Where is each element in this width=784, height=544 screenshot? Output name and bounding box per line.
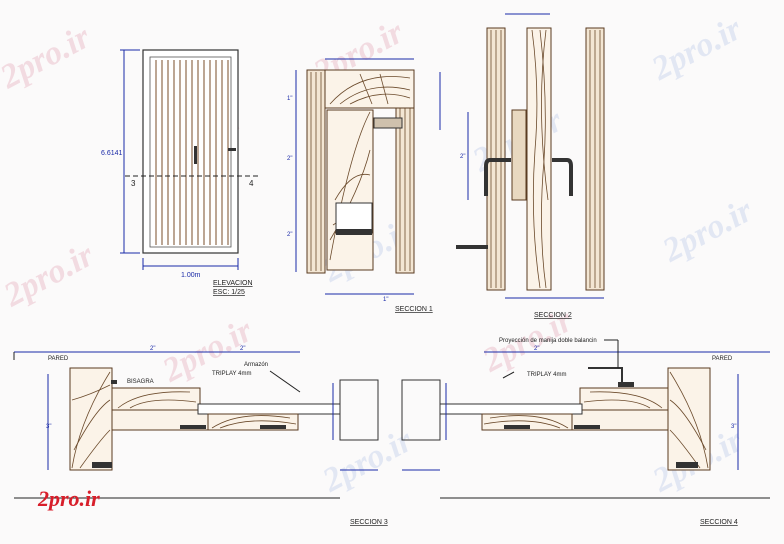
wall-label: PARED bbox=[48, 356, 69, 362]
watermark-text: 2pro.ir bbox=[656, 192, 759, 270]
dim-label: 2" bbox=[287, 232, 292, 238]
section-4: PARED Proyección de manija doble balanci… bbox=[401, 338, 770, 526]
cut-label-left: 3 bbox=[131, 179, 136, 188]
dim-label: 1" bbox=[287, 96, 292, 102]
elevation-scale: ESC: 1/25 bbox=[213, 289, 245, 296]
section-1-title: SECCION 1 bbox=[395, 306, 433, 313]
section-2: 2" SECCION 2 bbox=[456, 13, 605, 319]
dim-label: 3" bbox=[731, 424, 736, 430]
frame-label: Armazón bbox=[244, 362, 268, 368]
section-2-title: SECCION 2 bbox=[534, 312, 572, 319]
dim-label: 1" bbox=[383, 297, 388, 303]
dim-label: 2" bbox=[240, 346, 245, 352]
door-handle bbox=[194, 146, 197, 164]
height-dimension: 6.6141 bbox=[101, 150, 123, 157]
hinge-label: BISAGRA bbox=[127, 379, 154, 385]
door-elevation: 3 4 6.6141 1.00m ELEVACION ESC: 1/25 bbox=[101, 49, 258, 296]
dim-label: 2" bbox=[534, 346, 539, 352]
width-dimension: 1.00m bbox=[181, 272, 201, 279]
section-4-title: SECCION 4 bbox=[700, 519, 738, 526]
cut-label-right: 4 bbox=[249, 179, 254, 188]
watermark-text: 2pro.ir bbox=[316, 422, 419, 500]
section-3-title: SECCION 3 bbox=[350, 519, 388, 526]
dim-label: 2" bbox=[150, 346, 155, 352]
triplay-label: TRIPLAY 4mm bbox=[212, 371, 251, 377]
elevation-title: ELEVACION bbox=[213, 280, 253, 287]
dim-label: 2" bbox=[287, 156, 292, 162]
dim-label: 2" bbox=[460, 154, 465, 160]
section-3: PARED BISAGRA Armazón TRIPLAY 4mm 3" 2" … bbox=[13, 346, 388, 526]
watermark-text: 2pro.ir bbox=[0, 236, 100, 314]
dim-label: 3" bbox=[46, 424, 51, 430]
center-dimensions bbox=[332, 383, 447, 440]
watermark-text: 2pro.ir bbox=[645, 10, 748, 88]
handle-projection-label: Proyección de manija doble balancin bbox=[499, 338, 597, 344]
watermark-text: 2pro.ir bbox=[0, 18, 97, 96]
brand-logo: 2pro.ir bbox=[37, 486, 100, 511]
wall-label: PARED bbox=[712, 356, 733, 362]
section-1: 1" 2" 2" 1" SECCION 1 bbox=[287, 58, 441, 313]
triplay-label: TRIPLAY 4mm bbox=[527, 372, 566, 378]
